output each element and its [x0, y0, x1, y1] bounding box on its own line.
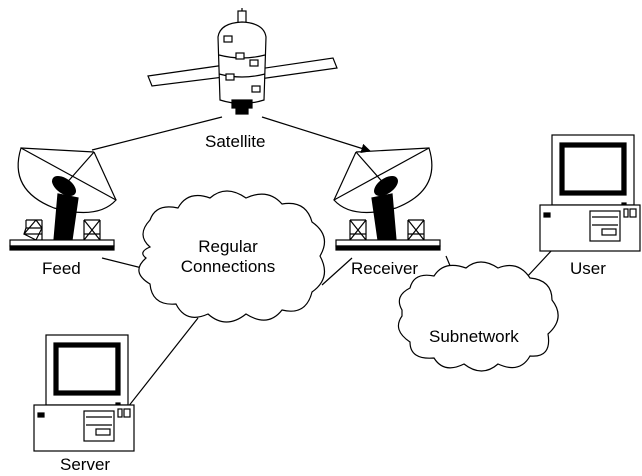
feed-label: Feed: [42, 259, 81, 278]
subnetwork-label: Subnetwork: [429, 327, 519, 346]
user-label: User: [570, 259, 606, 278]
regular-connections-label: Regular Connections: [168, 237, 288, 277]
receiver-dish: [333, 147, 441, 251]
regular-connections-label-line2: Connections: [180, 257, 276, 276]
server-label: Server: [60, 455, 111, 474]
edge-feed-regular-connections: [101, 257, 143, 269]
satellite-label: Satellite: [205, 132, 266, 151]
receiver-label: Receiver: [351, 259, 419, 278]
subnetwork-cloud: [397, 261, 559, 372]
server-computer: [33, 334, 135, 452]
regular-connections-label-line1: Regular: [198, 237, 258, 256]
satellite-dish-icon: [333, 147, 441, 251]
cloud-icon: [138, 190, 326, 323]
feed-dish: [9, 147, 117, 251]
desktop-computer-icon: [33, 334, 135, 452]
edge-satellite-receiver: [261, 116, 371, 153]
satellite-dish-icon: [9, 147, 117, 251]
edge-satellite-feed: [91, 116, 223, 151]
user-computer: [539, 134, 641, 252]
satellite-icon: [147, 8, 338, 115]
edge-regular-connections-server: [123, 317, 199, 413]
regular-connections-cloud: [138, 190, 326, 323]
edge-regular-connections-receiver: [321, 257, 353, 286]
cloud-icon: [397, 261, 559, 372]
desktop-computer-icon: [539, 134, 641, 252]
